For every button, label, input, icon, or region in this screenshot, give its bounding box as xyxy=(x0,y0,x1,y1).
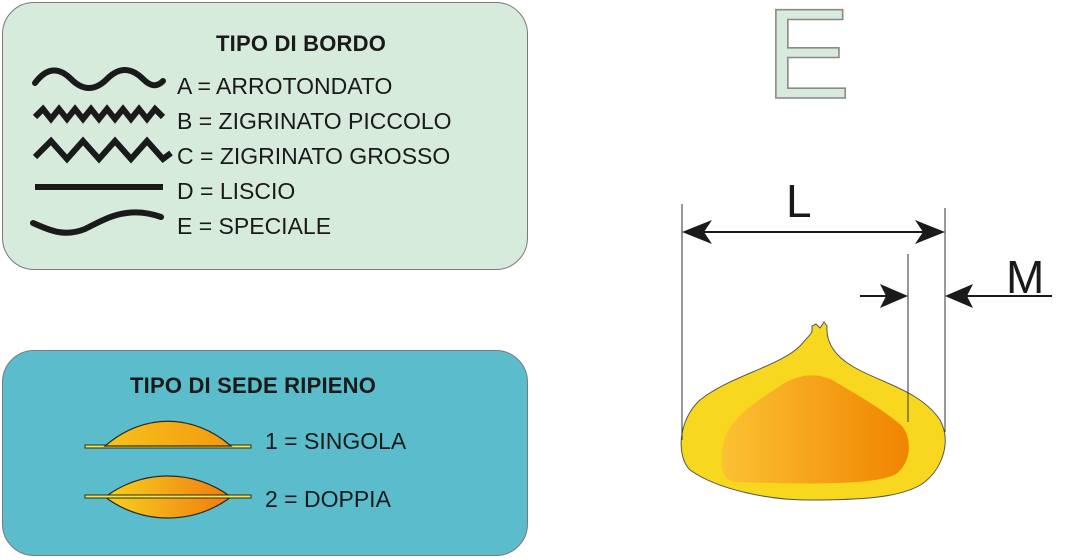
pasta-dimension-diagram xyxy=(680,204,1052,501)
sede-item-2: 2 = DOPPIA xyxy=(265,486,391,512)
m-arrow-right xyxy=(945,284,973,308)
tipo-bordo-title: TIPO DI BORDO xyxy=(216,31,387,56)
pasta-filling-seat xyxy=(721,375,909,484)
bordo-item-c: C = ZIGRINATO GROSSO xyxy=(177,143,451,169)
tipo-sede-title: TIPO DI SEDE RIPIENO xyxy=(130,373,377,398)
single-seat-icon xyxy=(84,420,252,449)
selected-type-letter: E xyxy=(765,0,852,127)
bordo-item-d: D = LISCIO xyxy=(177,178,296,204)
rounded-wave-icon xyxy=(32,67,166,91)
l-arrow-left xyxy=(682,220,712,244)
bordo-item-e: E = SPECIALE xyxy=(177,213,332,239)
straight-line-icon xyxy=(35,184,163,190)
large-zigzag-icon xyxy=(32,136,173,164)
tipo-sede-panel: TIPO DI SEDE RIPIENO 1 = SINGOLA 2 = DOP… xyxy=(2,350,528,556)
sede-item-1: 1 = SINGOLA xyxy=(265,428,407,454)
double-seat-icon xyxy=(84,475,252,519)
bordo-item-a: A = ARROTONDATO xyxy=(177,73,393,99)
l-arrow-right xyxy=(915,220,945,244)
selected-type-value: E xyxy=(765,0,850,126)
special-curve-icon xyxy=(30,209,164,236)
m-arrow-left xyxy=(880,284,908,308)
bordo-item-b: B = ZIGRINATO PICCOLO xyxy=(177,108,452,134)
length-label: L xyxy=(786,175,812,227)
margin-label: M xyxy=(1006,251,1045,303)
tipo-bordo-panel: TIPO DI BORDO A = ARROTONDATO B = ZIGRIN… xyxy=(2,2,528,270)
small-zigzag-icon xyxy=(32,104,166,124)
